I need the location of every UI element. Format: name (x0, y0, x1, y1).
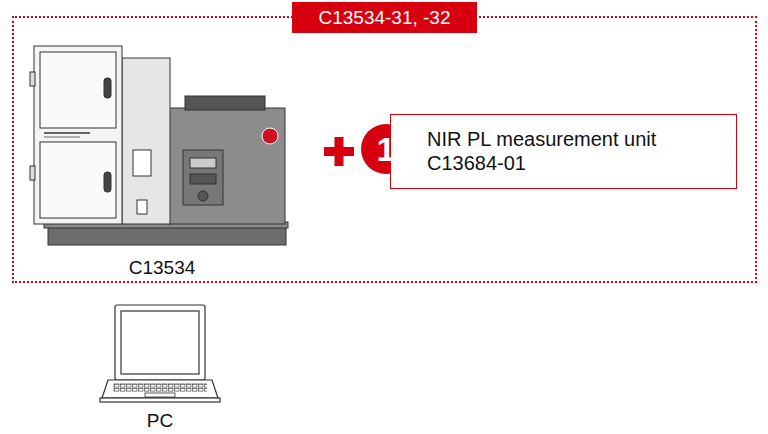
unit-box: NIR PL measurement unit C13684-01 (390, 114, 737, 189)
instrument-node: C13534 (35, 47, 289, 279)
pc-label: PC (96, 410, 224, 432)
pc-node: PC (96, 300, 224, 432)
instrument-label: C13534 (35, 257, 289, 279)
instrument (30, 46, 288, 245)
unit-label: NIR PL measurement unit C13684-01 (391, 115, 722, 175)
laptop (100, 305, 220, 402)
callout-number: 1 (361, 124, 411, 174)
region-tab: C13534-31, -32 (292, 2, 476, 33)
plus-sign (324, 137, 354, 166)
